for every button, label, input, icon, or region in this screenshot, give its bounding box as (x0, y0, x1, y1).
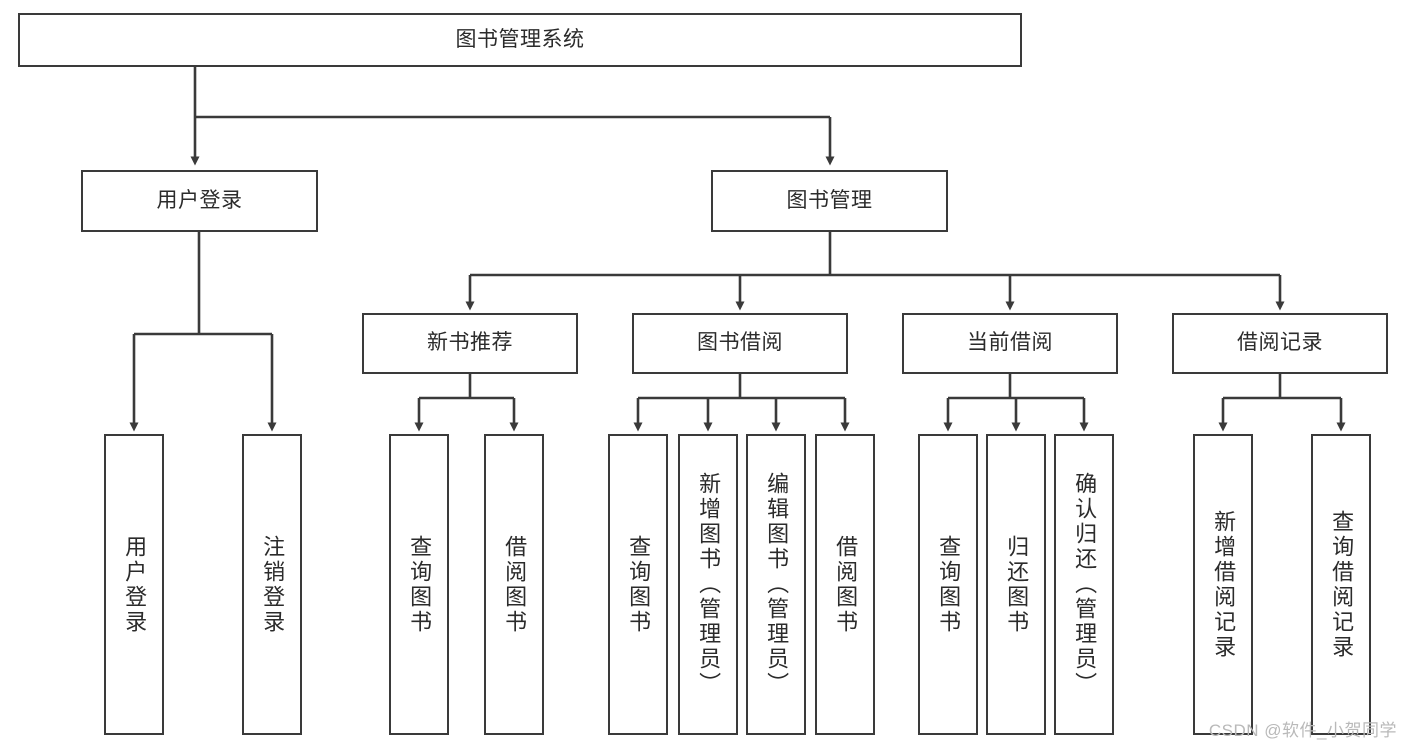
node-leaf-borrow-book-1-label: 借阅图书 (502, 534, 528, 635)
node-leaf-borrow-book-2-label: 借阅图书 (833, 534, 859, 635)
node-leaf-borrow-book-2[interactable]: 借阅图书 (815, 434, 875, 735)
node-book-management-label: 图书管理 (786, 188, 873, 212)
node-leaf-edit-book[interactable]: 编辑图书（管理员） (746, 434, 806, 735)
node-user-login[interactable]: 用户登录 (81, 170, 318, 232)
node-leaf-add-record-label: 新增借阅记录 (1211, 509, 1237, 660)
node-book-borrow[interactable]: 图书借阅 (632, 313, 848, 374)
node-leaf-query-book-3-label: 查询图书 (936, 534, 962, 635)
node-leaf-add-book-label: 新增图书（管理员） (696, 472, 722, 697)
node-leaf-query-book-1[interactable]: 查询图书 (389, 434, 449, 735)
node-current-borrow[interactable]: 当前借阅 (902, 313, 1118, 374)
node-user-login-label: 用户登录 (156, 188, 243, 212)
node-leaf-query-book-3[interactable]: 查询图书 (918, 434, 978, 735)
node-borrow-record-label: 借阅记录 (1237, 331, 1323, 355)
node-leaf-borrow-book-1[interactable]: 借阅图书 (484, 434, 544, 735)
node-current-borrow-label: 当前借阅 (967, 331, 1053, 355)
node-new-book-recommend[interactable]: 新书推荐 (362, 313, 578, 374)
node-leaf-query-book-2-label: 查询图书 (626, 534, 652, 635)
node-root[interactable]: 图书管理系统 (18, 13, 1022, 67)
node-leaf-logout-login[interactable]: 注销登录 (242, 434, 302, 735)
node-leaf-query-record-label: 查询借阅记录 (1329, 509, 1355, 660)
node-leaf-add-record[interactable]: 新增借阅记录 (1193, 434, 1253, 735)
node-root-label: 图书管理系统 (455, 27, 585, 51)
node-borrow-record[interactable]: 借阅记录 (1172, 313, 1388, 374)
node-book-borrow-label: 图书借阅 (697, 331, 783, 355)
node-leaf-query-record[interactable]: 查询借阅记录 (1311, 434, 1371, 735)
node-leaf-edit-book-label: 编辑图书（管理员） (764, 472, 790, 697)
node-leaf-confirm-return-label: 确认归还（管理员） (1072, 472, 1098, 697)
node-leaf-return-book[interactable]: 归还图书 (986, 434, 1046, 735)
node-leaf-query-book-1-label: 查询图书 (407, 534, 433, 635)
node-book-management[interactable]: 图书管理 (711, 170, 948, 232)
node-leaf-logout-login-label: 注销登录 (260, 534, 286, 635)
node-leaf-user-login[interactable]: 用户登录 (104, 434, 164, 735)
node-new-book-recommend-label: 新书推荐 (427, 331, 513, 355)
node-leaf-add-book[interactable]: 新增图书（管理员） (678, 434, 738, 735)
node-leaf-user-login-label: 用户登录 (122, 534, 148, 635)
node-leaf-return-book-label: 归还图书 (1004, 534, 1030, 635)
node-leaf-confirm-return[interactable]: 确认归还（管理员） (1054, 434, 1114, 735)
node-leaf-query-book-2[interactable]: 查询图书 (608, 434, 668, 735)
